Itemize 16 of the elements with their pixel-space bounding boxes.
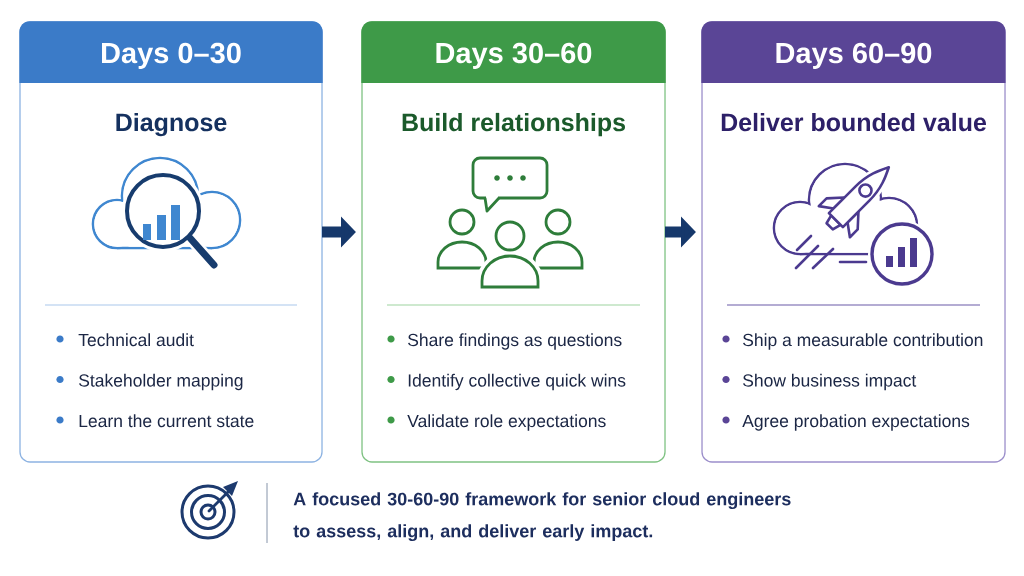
list-item: Agree probation expectations xyxy=(742,414,970,431)
phase-title: Deliver bounded value xyxy=(721,112,986,132)
list-item: Learn the current state xyxy=(79,414,254,428)
list-item: Identify collective quick wins xyxy=(408,373,626,391)
list-item: Validate role expectations xyxy=(407,414,606,431)
header-band: Days 30–60 xyxy=(361,21,666,83)
phase-title: Diagnose xyxy=(116,112,227,137)
phase-title: Build relationships xyxy=(402,112,625,137)
list-item: Show business impact xyxy=(743,373,917,391)
caption-text: A focused 30-60-90 framework for senior cloud engineers to assess, align, and deliver early impact. xyxy=(293,492,791,542)
list-item: Technical audit xyxy=(78,333,194,347)
header-band: Days 0–30 xyxy=(19,21,323,83)
header-band: Days 60–90 xyxy=(701,21,1006,83)
list-item: Share findings as questions xyxy=(408,333,622,350)
list-item: Stakeholder mapping xyxy=(79,373,243,391)
list-item: Ship a measurable contribution xyxy=(743,333,983,350)
